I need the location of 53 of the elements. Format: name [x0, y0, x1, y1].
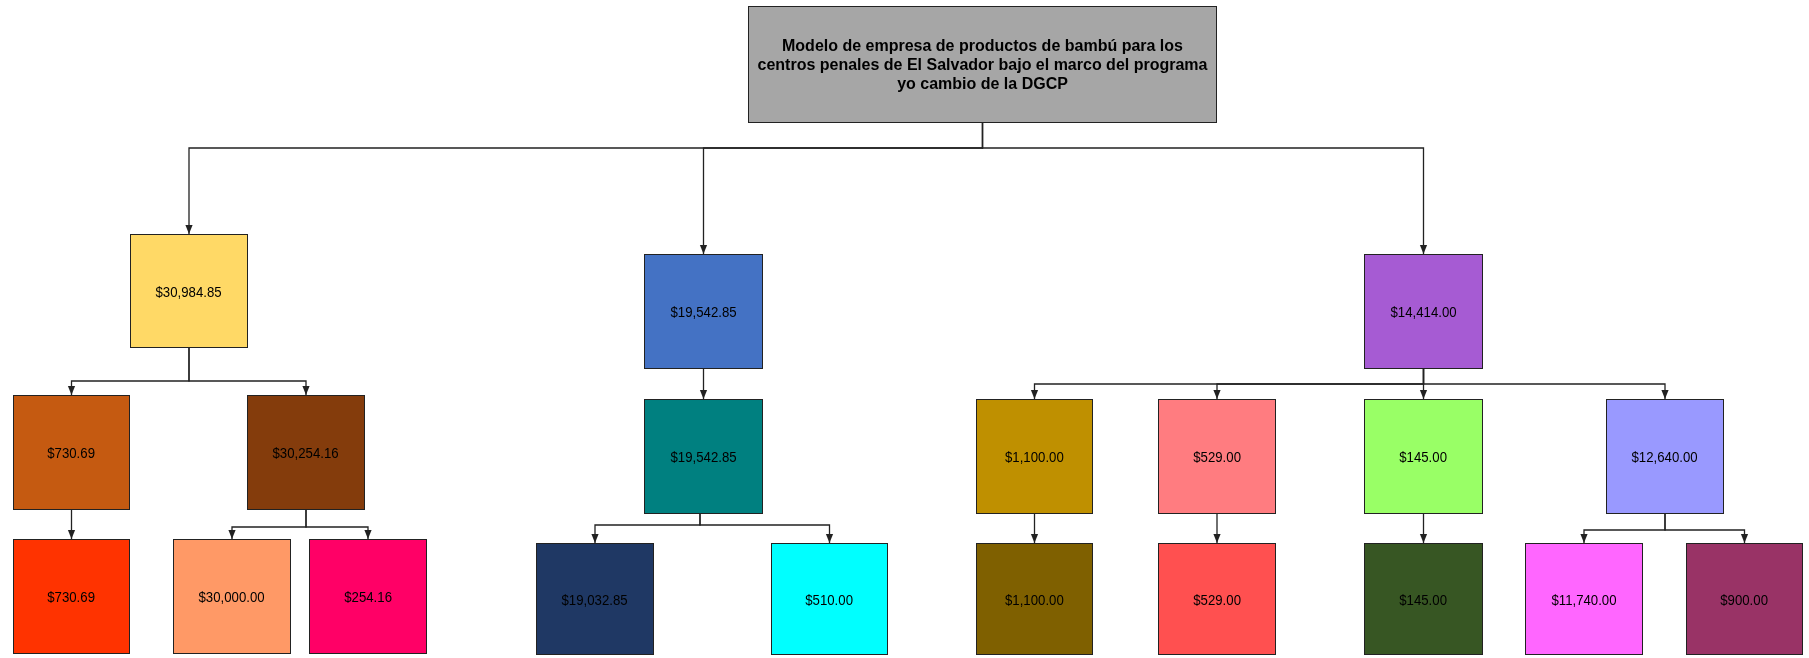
amount-label: $11,740.00 [1551, 590, 1617, 608]
connector-arrow [1422, 368, 1669, 400]
value-box [1364, 399, 1483, 514]
connector-arrow [981, 122, 1428, 255]
value-box [1158, 543, 1276, 655]
connector-arrow [1030, 513, 1039, 544]
title-text: Modelo de empresa de productos de bambú para los centros penales de El Salvador bajo el marco del programa yo cambio de la DGCP [756, 35, 1209, 94]
value-box [1525, 543, 1643, 655]
amount-label: $30,984.85 [155, 282, 223, 300]
value-box [644, 254, 763, 369]
amount-label: $510.00 [805, 590, 854, 608]
value-box [130, 234, 248, 348]
value-box [1364, 254, 1483, 369]
value-box [309, 539, 427, 654]
amount-label: $19,032.85 [561, 590, 629, 608]
title-box [748, 6, 1217, 123]
connector-arrow [699, 513, 834, 544]
amount-label: $254.16 [344, 588, 392, 605]
connector-arrow [188, 347, 310, 396]
value-box [13, 539, 130, 654]
amount-label: $529.00 [1193, 448, 1241, 465]
value-box [13, 395, 130, 510]
amount-label: $12,640.00 [1631, 448, 1699, 465]
amount-label: $30,254.16 [272, 444, 340, 461]
connector-arrow [1664, 513, 1749, 544]
amount-label: $900.00 [1720, 590, 1769, 608]
amount-label: $145.00 [1399, 448, 1448, 465]
amount-label: $529.00 [1193, 590, 1241, 608]
value-box [644, 399, 763, 514]
value-box [976, 543, 1093, 655]
value-box [976, 399, 1093, 514]
connector-arrow [699, 368, 708, 400]
value-box [1686, 543, 1803, 655]
value-box [247, 395, 365, 510]
amount-label: $730.69 [47, 588, 96, 605]
value-box [1158, 399, 1276, 514]
amount-label: $30,000.00 [198, 588, 266, 605]
amount-label: $145.00 [1399, 590, 1448, 608]
value-box [536, 543, 654, 655]
amount-label: $19,542.85 [670, 303, 737, 320]
connector-arrow [305, 509, 372, 540]
connector-arrow [67, 509, 76, 540]
value-box [1364, 543, 1483, 655]
amount-label: $1,100.00 [1005, 448, 1064, 465]
connector-arrow [1419, 513, 1428, 544]
amount-label: $14,414.00 [1390, 303, 1457, 320]
amount-label: $19,542.85 [670, 448, 737, 465]
value-box [1606, 399, 1724, 514]
amount-label: $1,100.00 [1005, 590, 1064, 608]
amount-label: $730.69 [47, 444, 96, 461]
connector-arrow [1213, 513, 1221, 544]
value-box [173, 539, 291, 654]
value-box [771, 543, 888, 655]
